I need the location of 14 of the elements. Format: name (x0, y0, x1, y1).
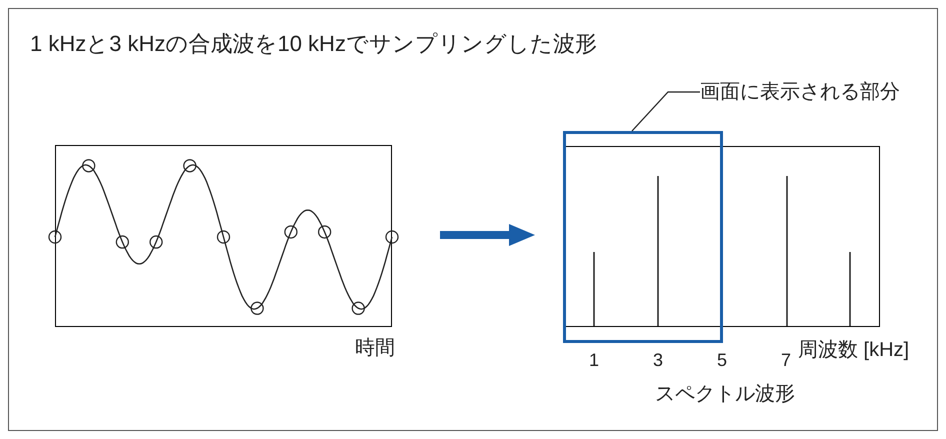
leader-line (632, 91, 700, 132)
axis-label: 周波数 [kHz] (798, 338, 910, 363)
node-label: スペクトル波形 (654, 382, 796, 407)
tick-label: 7 (780, 349, 792, 372)
waveform-frame (55, 145, 392, 327)
tick-label: 1 (588, 349, 600, 372)
arrow (440, 224, 535, 246)
tick-label: 5 (716, 349, 728, 372)
callout-text: 画面に表示される部分 (700, 78, 928, 106)
tick-label: 3 (652, 349, 664, 372)
spectrum-frame (563, 146, 880, 327)
highlight-box (563, 131, 723, 343)
axis-label: 時間 (354, 336, 395, 361)
title: 1 kHzと3 kHzの合成波を10 kHzでサンプリングした波形 (30, 30, 597, 58)
